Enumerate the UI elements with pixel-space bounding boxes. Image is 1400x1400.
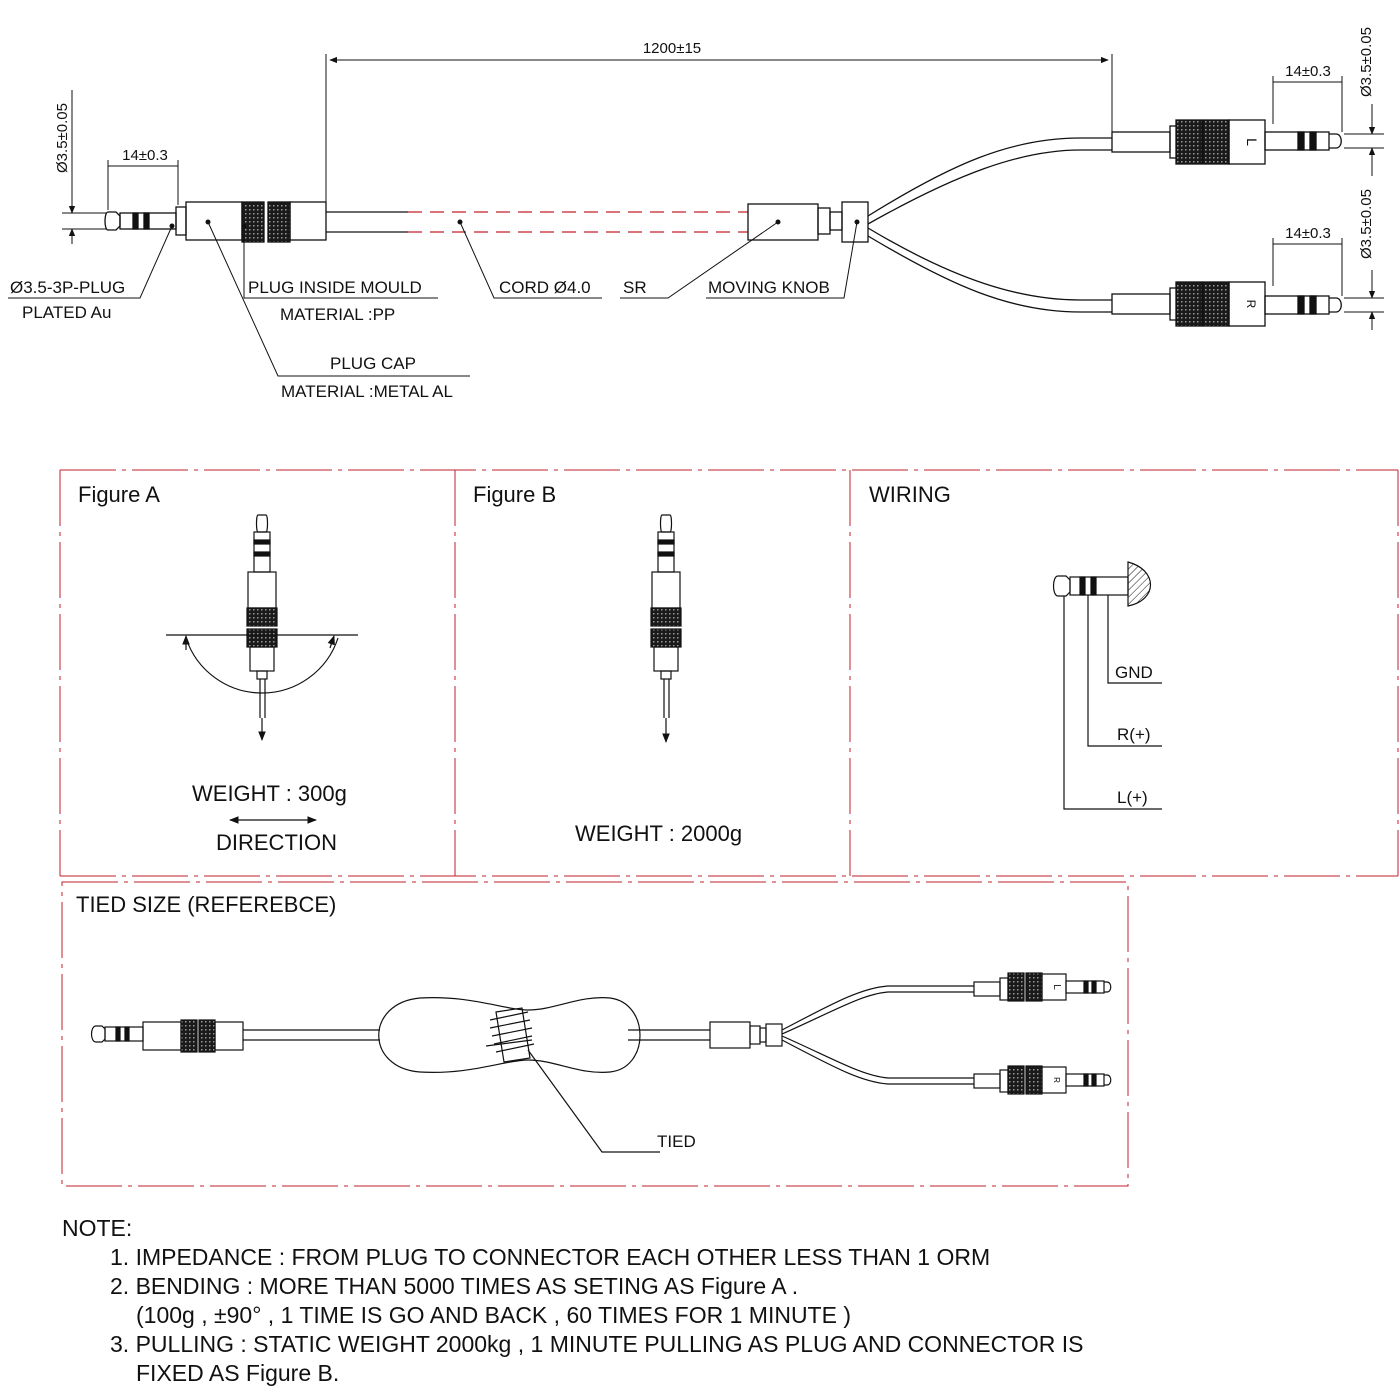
dim-right-bottom-diameter: Ø3.5±0.05 — [1358, 189, 1375, 259]
wiring-gnd: GND — [1115, 663, 1153, 682]
tied-label: TIED — [657, 1132, 696, 1151]
figure-frames — [59, 469, 1399, 1187]
callout-plug-type: Ø3.5-3P-PLUG — [10, 278, 125, 297]
note-bending: 2. BENDING : MORE THAN 5000 TIMES AS SET… — [110, 1273, 799, 1299]
figure-b-drawing — [650, 514, 682, 743]
callout-cap-material: MATERIAL :METAL AL — [281, 382, 453, 401]
figure-b-weight: WEIGHT : 2000g — [575, 821, 742, 846]
right-plug-left-channel — [1111, 119, 1342, 165]
callout-mould: PLUG INSIDE MOULD — [248, 278, 422, 297]
note-bending-detail: (100g , ±90° , 1 TIME IS GO AND BACK , 6… — [136, 1302, 851, 1328]
tied-drawing — [90, 972, 1112, 1153]
callout-cap: PLUG CAP — [330, 354, 416, 373]
note-pulling-detail: FIXED AS Figure B. — [136, 1360, 340, 1386]
dim-left-plug-length: 14±0.3 — [122, 147, 168, 164]
notes-heading: NOTE: — [62, 1215, 133, 1241]
figure-a-direction: DIRECTION — [216, 830, 337, 855]
dim-left-plug-diameter: Ø3.5±0.05 — [54, 103, 71, 173]
tied-letter-l: L — [1051, 984, 1062, 990]
callout-knob: MOVING KNOB — [708, 278, 830, 297]
tie-band — [485, 1007, 535, 1063]
wiring-l: L(+) — [1117, 788, 1148, 807]
dim-length: 1200±15 — [643, 40, 701, 57]
dim-right-top-length: 14±0.3 — [1285, 63, 1331, 80]
tied-title: TIED SIZE (REFEREBCE) — [76, 892, 336, 917]
wiring-drawing — [1052, 561, 1162, 810]
wiring-title: WIRING — [869, 482, 951, 507]
figure-a-weight: WEIGHT : 300g — [192, 781, 347, 806]
callout-plug-plating: PLATED Au — [22, 303, 111, 322]
tied-letter-r: R — [1052, 1077, 1061, 1083]
plug-letter-r: R — [1244, 300, 1258, 309]
dimensions — [62, 54, 1384, 330]
callout-mould-material: MATERIAL :PP — [280, 305, 395, 324]
note-impedance: 1. IMPEDANCE : FROM PLUG TO CONNECTOR EA… — [110, 1244, 991, 1270]
note-pulling: 3. PULLING : STATIC WEIGHT 2000kg , 1 MI… — [110, 1331, 1084, 1357]
notes-block: NOTE: 1. IMPEDANCE : FROM PLUG TO CONNEC… — [62, 1214, 1362, 1388]
callout-sr: SR — [623, 278, 647, 297]
figure-a-drawing — [166, 514, 358, 824]
plug-letter-l: L — [1244, 138, 1260, 146]
dim-right-bottom-length: 14±0.3 — [1285, 225, 1331, 242]
figure-a-title: Figure A — [78, 482, 160, 507]
left-plug — [104, 201, 327, 243]
dim-right-top-diameter: Ø3.5±0.05 — [1358, 27, 1375, 97]
wiring-r: R(+) — [1117, 725, 1151, 744]
right-plug-right-channel — [1111, 281, 1342, 327]
figure-b-title: Figure B — [473, 482, 556, 507]
callout-cord: CORD Ø4.0 — [499, 278, 591, 297]
callout-leaders — [8, 219, 860, 377]
